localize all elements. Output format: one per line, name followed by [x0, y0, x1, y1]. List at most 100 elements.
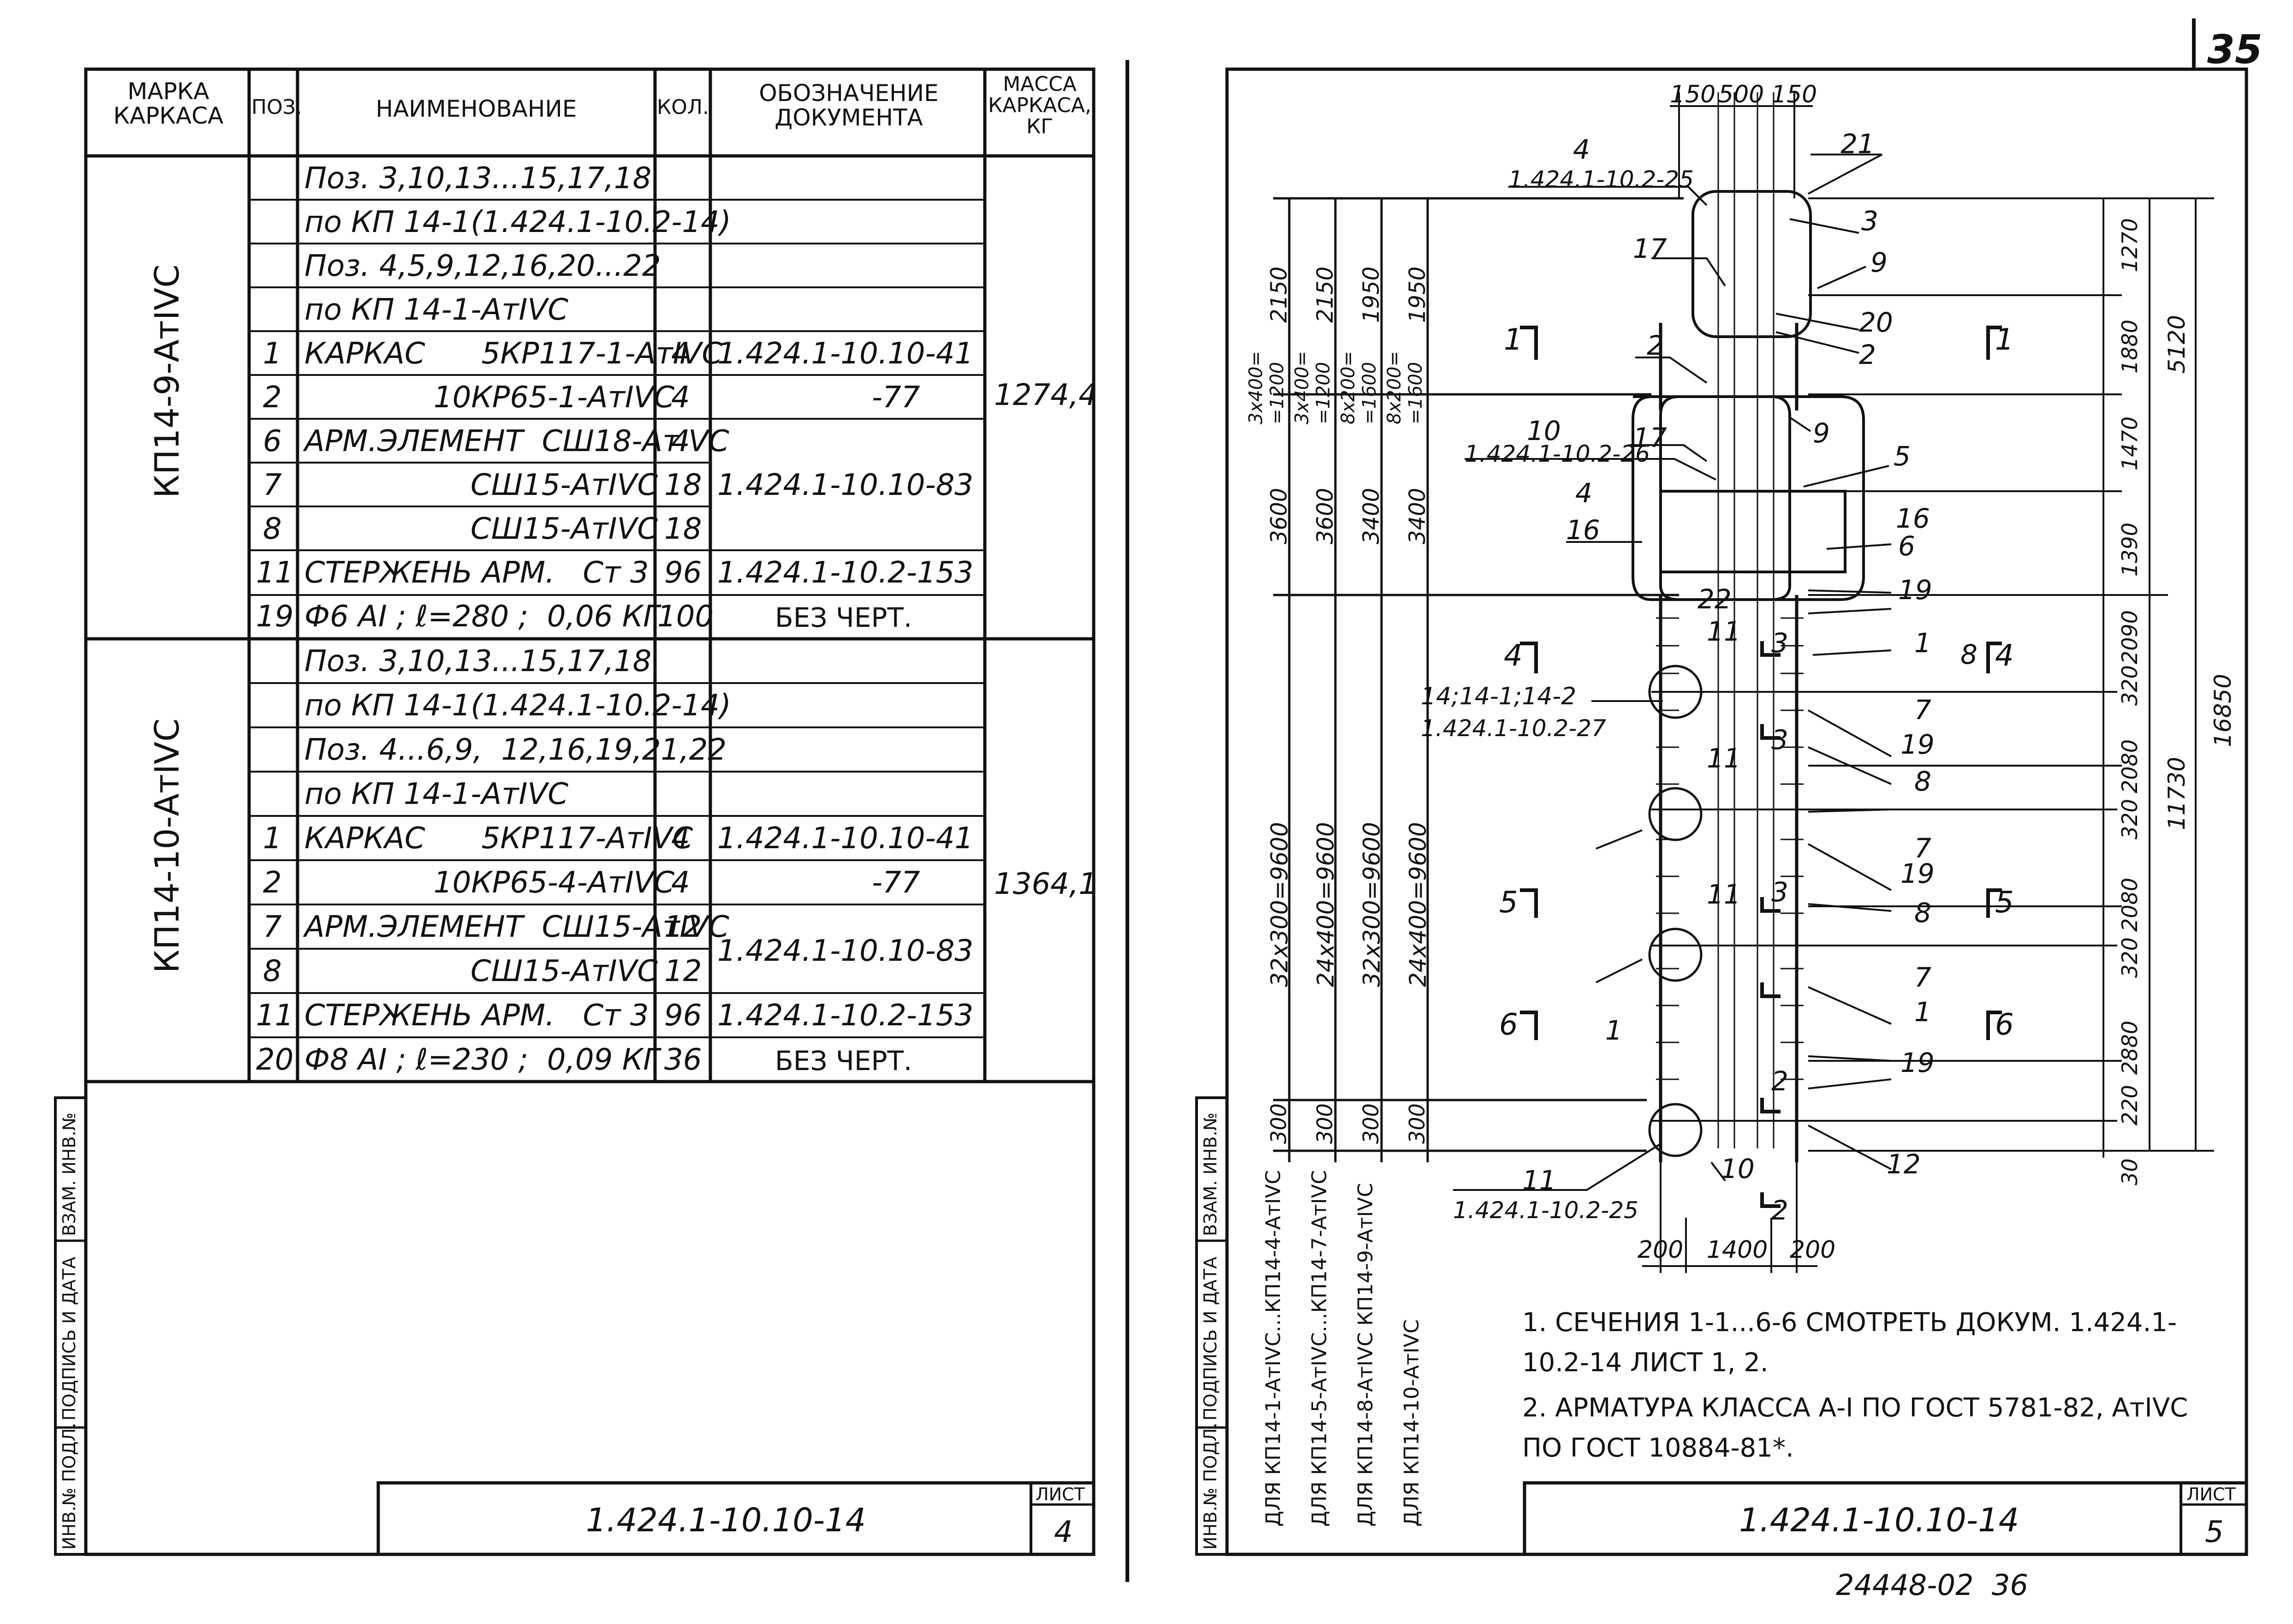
row-name: КАРКАС 5КР117-АтIVС	[304, 821, 693, 856]
variant-dim: 300	[1266, 1103, 1291, 1144]
right-dim: 2090	[2117, 610, 2142, 664]
callout-label: 14;14-1;14-2	[1421, 683, 1577, 710]
right-dim: 320	[2117, 799, 2142, 839]
side-label-inv: ИНВ.№ ПОДЛ.	[59, 1422, 79, 1550]
callout-label: 12	[1887, 1148, 1921, 1180]
right-dim: 2080	[2117, 877, 2142, 932]
row-doc: БЕЗ ЧЕРТ.	[775, 602, 912, 633]
section-mark: 5	[1995, 886, 2014, 920]
row-doc: 1.424.1-10.10-41	[717, 337, 974, 371]
callout-label: 10	[1721, 1153, 1755, 1184]
sheet-label: ЛИСТ	[1036, 1484, 1085, 1505]
group1-mass: 1274,4	[994, 378, 1097, 412]
row-qty: 12	[664, 910, 702, 944]
list-item: Поз. 3,10,13...15,17,18	[304, 161, 652, 196]
variant-dim: 3x400= =1200	[1292, 351, 1334, 424]
row-pos: 20	[256, 1043, 294, 1077]
variant-dim: 32x300=9600	[1266, 822, 1293, 987]
callout-label: 20	[1859, 307, 1893, 338]
page-number-rule	[2192, 18, 2196, 69]
variant-dim: 3x400= =1200	[1245, 351, 1288, 424]
variant-dim: 24x400=9600	[1312, 822, 1339, 987]
title-block-code: 1.424.1-10.10-14	[1739, 1501, 2019, 1539]
side-label-replace: ВЗАМ. ИНВ.№	[1200, 1112, 1221, 1236]
variant-dim: 3600	[1266, 488, 1292, 544]
row-qty: 4	[671, 381, 690, 415]
row-qty: 100	[657, 600, 714, 634]
row-pos: 11	[256, 556, 294, 590]
row-pos: 19	[256, 600, 294, 634]
row-doc: БЕЗ ЧЕРТ.	[775, 1045, 912, 1077]
top-dim: 150	[1771, 81, 1817, 108]
section-mark: 1	[1995, 323, 2014, 357]
section-mark: 6	[1499, 1008, 1518, 1042]
side-label-sign: ПОДПИСЬ И ДАТА	[59, 1256, 79, 1421]
sheet-number: 4	[1054, 1515, 1073, 1549]
row-pos: 1	[263, 821, 282, 856]
sheet-divider	[1126, 60, 1129, 1582]
group2-mass: 1364,1	[994, 867, 1097, 901]
row-name: СШ15-АтIVС	[471, 512, 658, 546]
sheet-label: ЛИСТ	[2186, 1484, 2236, 1505]
overall-dim: 5120	[2163, 315, 2190, 374]
section-mark: 4	[1995, 639, 2014, 673]
row-name: СШ15-АтIVС	[471, 954, 658, 988]
header-name: НАИМЕНОВАНИЕ	[375, 95, 577, 122]
sheet-number: 5	[2205, 1515, 2224, 1549]
list-item: Поз. 3,10,13...15,17,18	[304, 644, 652, 678]
callout-label: 4	[1575, 477, 1592, 509]
row-pos: 11	[256, 999, 294, 1033]
callout-label: 9	[1813, 417, 1830, 449]
callout-label: 1	[1914, 627, 1931, 659]
right-dim: 2880	[2117, 1020, 2142, 1075]
callout-label: 6	[1898, 530, 1915, 562]
right-dim: 320	[2117, 937, 2142, 978]
row-pos: 8	[263, 954, 282, 988]
callout-label: 16	[1896, 503, 1930, 534]
variant-dim: 32x300=9600	[1358, 822, 1385, 987]
callout-label: 7	[1914, 833, 1931, 864]
callout-label: 1	[1605, 1015, 1622, 1046]
variant-label: ДЛЯ КП14-10-АтIVС	[1400, 1319, 1423, 1527]
variant-dim: 300	[1405, 1103, 1429, 1144]
row-qty: 36	[664, 1043, 702, 1077]
group1-mark: КП14-9-АтIVС	[148, 264, 186, 498]
variant-dim: 8x200= =1600	[1384, 351, 1426, 424]
row-doc: -77	[872, 866, 920, 900]
row-qty: 12	[664, 954, 702, 988]
variant-dim: 2150	[1312, 266, 1338, 323]
row-name: КАРКАС 5КР117-1-АтIVС	[304, 337, 722, 371]
callout-label: 2	[1647, 330, 1664, 361]
row-pos: 2	[263, 381, 282, 415]
header-mark: МАРКА КАРКАСА	[113, 78, 224, 129]
callout-label: 22	[1697, 583, 1732, 615]
row-doc: 1.424.1-10.10-83	[717, 934, 974, 968]
row-name: Ф8 АI ; ℓ=230 ; 0,09 КГ	[304, 1043, 660, 1077]
list-item: Поз. 4...6,9, 12,16,19,21,22	[304, 733, 727, 767]
page-number: 35	[2207, 27, 2263, 73]
callout-label: 1.424.1-10.2-26	[1465, 440, 1650, 467]
side-label-replace: ВЗАМ. ИНВ.№	[59, 1112, 79, 1236]
right-dim: 320	[2117, 665, 2142, 706]
callout-label: 7	[1914, 694, 1931, 726]
callout-label: 17	[1633, 422, 1667, 453]
row-qty: 18	[664, 512, 702, 546]
right-dim: 220	[2117, 1085, 2142, 1125]
callout-label: 1	[1914, 996, 1931, 1028]
side-label-sign: ПОДПИСЬ И ДАТА	[1200, 1256, 1221, 1421]
header-doc: ОБОЗНАЧЕНИЕ ДОКУМЕНТА	[759, 80, 939, 131]
bottom-dim: 200	[1790, 1236, 1836, 1264]
callout-label: 5	[1894, 440, 1911, 472]
row-name: Ф6 АI ; ℓ=280 ; 0,06 КГ	[304, 600, 660, 634]
callout-label: 19	[1898, 574, 1932, 606]
row-name: СТЕРЖЕНЬ АРМ. Ст 3	[304, 556, 649, 590]
list-item: по КП 14-1(1.424.1-10.2-14)	[304, 689, 731, 723]
callout-label: 2	[1771, 1065, 1788, 1097]
callout-label: 3	[1771, 627, 1788, 659]
group2-mark: КП14-10-АтIVС	[148, 718, 186, 973]
row-pos: 1	[263, 337, 282, 371]
callout-label: 7	[1914, 962, 1931, 993]
row-qty: 18	[664, 468, 702, 502]
callout-label: 11	[1707, 879, 1741, 910]
variant-dim: 300	[1358, 1103, 1383, 1144]
